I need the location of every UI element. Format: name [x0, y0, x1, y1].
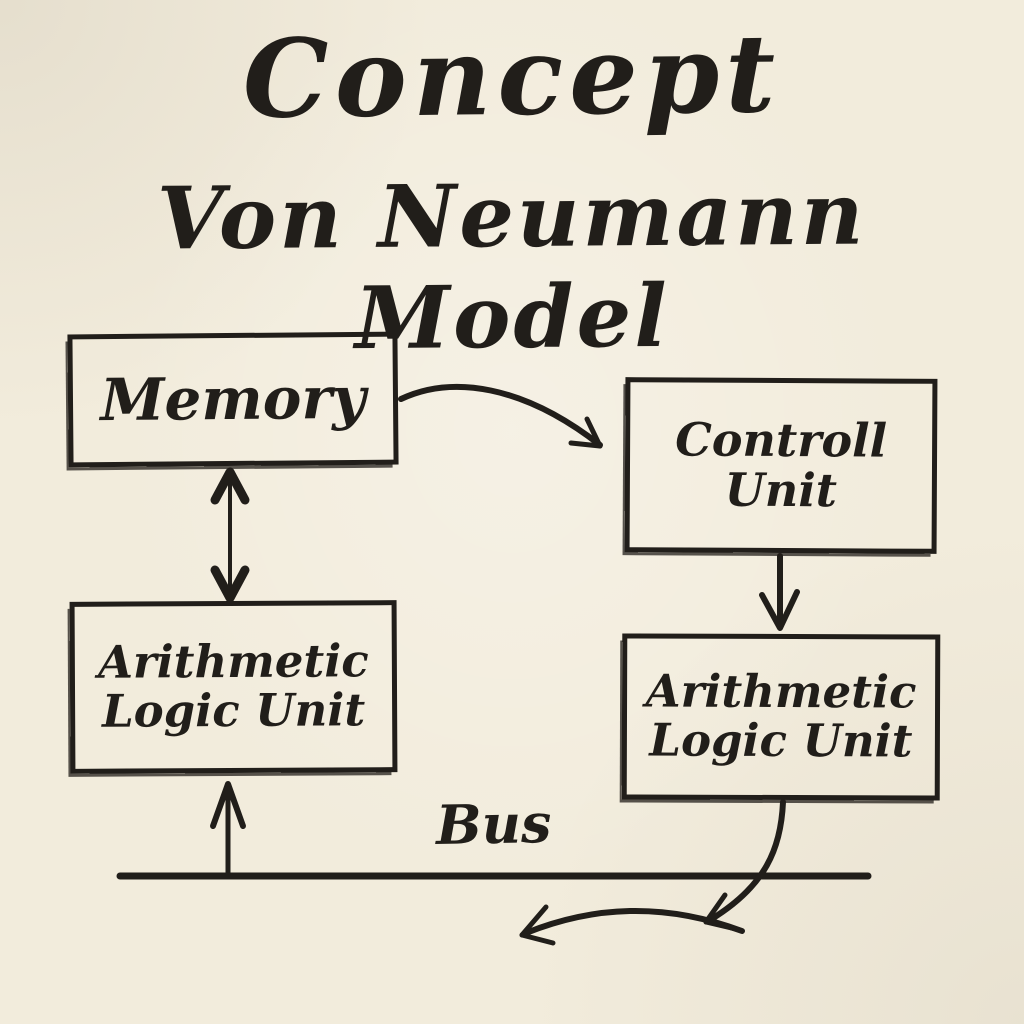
alu-left-box: Arithmetic Logic Unit	[69, 600, 398, 774]
memory-box: Memory	[67, 331, 399, 468]
alu-right-label-line1: Arithmetic	[645, 664, 917, 719]
alu-right-box: Arithmetic Logic Unit	[621, 633, 941, 801]
bus-label: Bus	[435, 790, 552, 858]
control-to-alu-arrow	[759, 553, 800, 631]
bus-to-alu-arrow	[210, 781, 246, 877]
alu-left-label-line2: Logic Unit	[101, 683, 366, 738]
alu-right-label-line2: Logic Unit	[649, 713, 913, 768]
memory-to-control-arrow	[398, 383, 603, 449]
alu-left-label-line1: Arithmetic	[97, 634, 369, 690]
bus-flow-left-arrow	[519, 904, 745, 946]
control-unit-box: Controll Unit	[624, 377, 938, 554]
page-title: Concept	[242, 11, 782, 143]
control-unit-label-line2: Unit	[724, 462, 838, 517]
memory-label: Memory	[99, 364, 366, 435]
control-unit-label-line1: Controll	[675, 412, 888, 468]
memory-alu-double-arrow	[210, 467, 250, 603]
alu-to-bus-arrow	[703, 799, 786, 933]
